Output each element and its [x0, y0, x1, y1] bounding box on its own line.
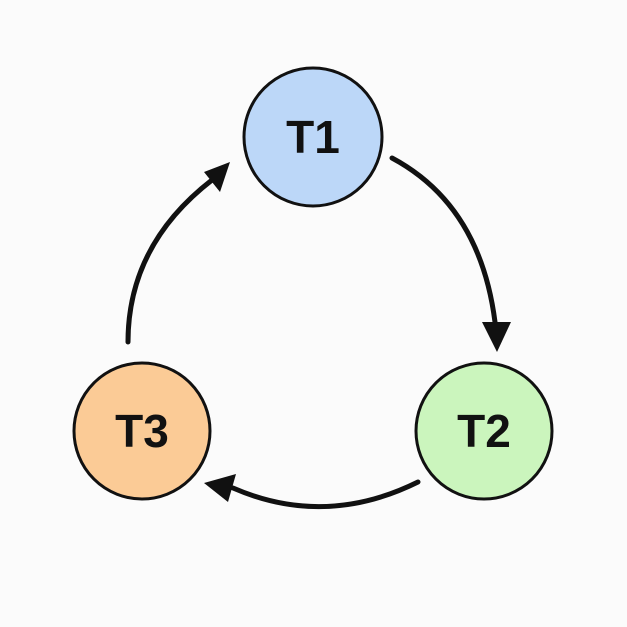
edge-t1-to-t2 — [389, 155, 511, 352]
node-t3-circle — [72, 361, 212, 501]
node-t3: T3 — [72, 361, 212, 501]
edge-t3-to-t1 — [125, 162, 230, 345]
node-t2-label: T2 — [457, 405, 511, 457]
node-t2-circle — [414, 361, 554, 501]
node-t1: T1 — [242, 66, 384, 208]
node-t1-circle — [242, 66, 384, 208]
node-t3-label: T3 — [115, 405, 169, 457]
edge-t2-to-t3 — [204, 474, 421, 510]
node-t1-label: T1 — [286, 111, 340, 163]
node-t2: T2 — [414, 361, 554, 501]
